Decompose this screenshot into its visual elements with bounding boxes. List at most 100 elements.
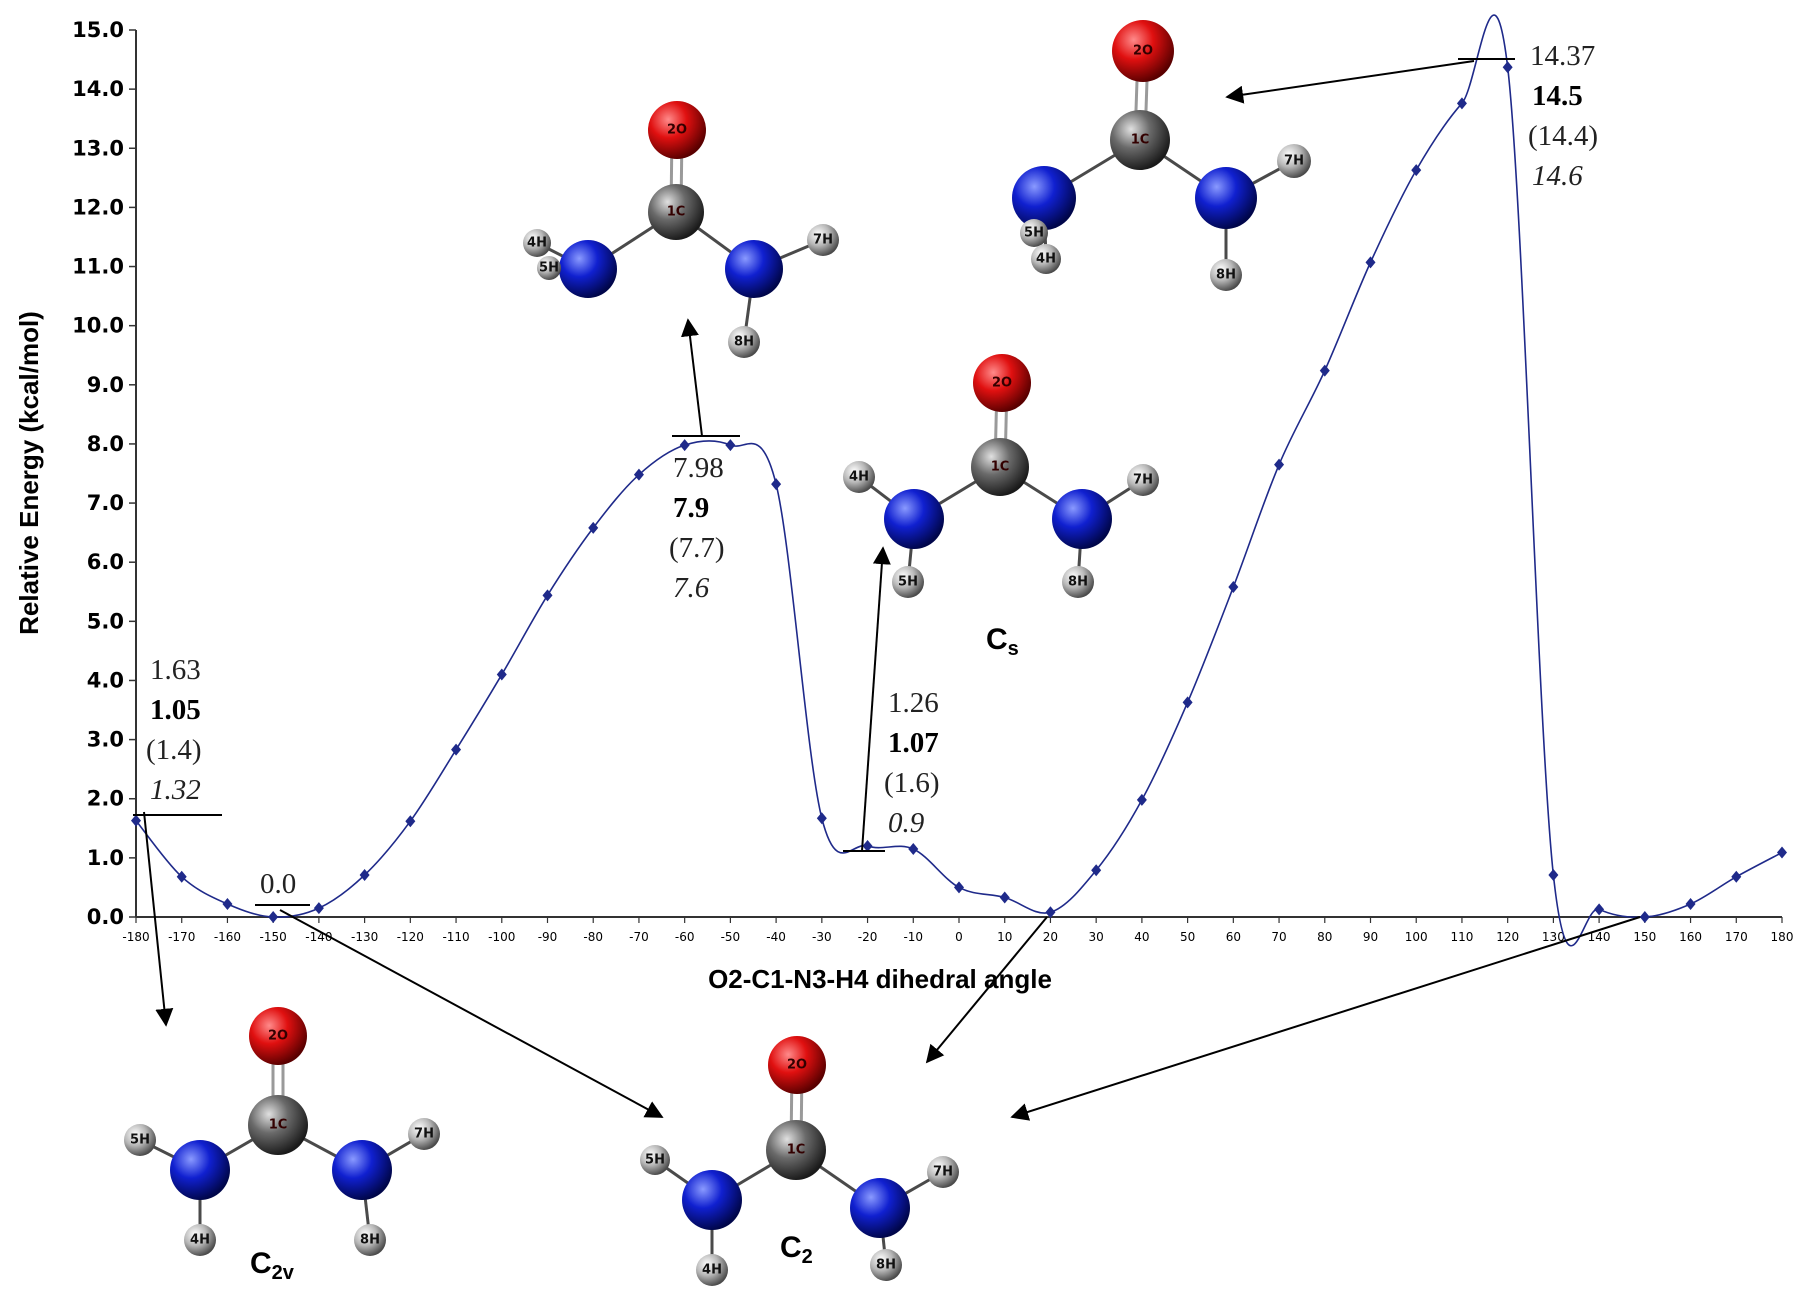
x-tick-label: 150 [1633, 930, 1656, 944]
y-tick-label: 2.0 [87, 787, 124, 811]
oxygen-atom [973, 354, 1031, 412]
x-tick-label: 40 [1134, 930, 1149, 944]
data-point [1685, 897, 1696, 910]
x-tick-label: -150 [260, 930, 287, 944]
data-point [1594, 903, 1605, 916]
x-tick-label: 80 [1317, 930, 1332, 944]
data-point [1136, 793, 1147, 806]
hydrogen-atom [1210, 259, 1242, 291]
hydrogen-atom [537, 256, 561, 280]
data-point [451, 743, 462, 756]
data-point [588, 521, 599, 534]
hydrogen-atom [184, 1224, 216, 1256]
annotation-value-3: (7.7) [669, 532, 725, 564]
atom-label: 5H [898, 575, 918, 590]
atom-label: 2O [992, 376, 1012, 391]
annotation-value-4: 0.9 [888, 807, 925, 839]
annotation-value-3: (14.4) [1528, 120, 1598, 152]
x-tick-label: 0 [955, 930, 963, 944]
x-tick-label: -100 [488, 930, 515, 944]
data-point [816, 812, 827, 825]
x-tick-label: 130 [1542, 930, 1565, 944]
x-tick-label: -120 [397, 930, 424, 944]
atom-label: 7H [933, 1165, 953, 1180]
x-tick-label: 110 [1450, 930, 1473, 944]
y-tick-label: 11.0 [72, 255, 124, 279]
data-point [771, 478, 782, 491]
y-tick-label: 0.0 [87, 905, 124, 929]
x-tick-label: 160 [1679, 930, 1702, 944]
atom-label: 5H [645, 1153, 665, 1168]
arrow-cs [861, 546, 891, 852]
hydrogen-atom [640, 1145, 670, 1175]
carbon-atom [971, 438, 1029, 496]
oxygen-atom [249, 1007, 307, 1065]
carbon-atom [248, 1095, 308, 1155]
data-point [1365, 256, 1376, 269]
data-point [496, 668, 507, 681]
nitrogen-atom [1195, 167, 1257, 229]
data-point [176, 870, 187, 883]
hydrogen-atom [1031, 244, 1061, 274]
annotation-value-3: (1.6) [884, 767, 940, 799]
carbon-atom [1110, 110, 1170, 170]
atom-label: 1C [1131, 133, 1150, 148]
data-point [1502, 61, 1513, 74]
hydrogen-atom [1062, 566, 1094, 598]
annotation-value-3: (1.4) [146, 734, 202, 766]
symmetry-label-c2: C2 [780, 1231, 813, 1268]
hydrogen-atom [728, 326, 760, 358]
hydrogen-atom [124, 1124, 156, 1156]
annotation-value-2: 1.05 [150, 694, 201, 726]
symmetry-label-cs: Cs [986, 623, 1019, 660]
atom-label: 8H [734, 335, 754, 350]
hydrogen-atom [843, 461, 875, 493]
oxygen-atom [768, 1036, 826, 1094]
x-tick-label: 90 [1363, 930, 1378, 944]
data-point [908, 842, 919, 855]
arrow-c2-from-left [279, 909, 664, 1118]
y-tick-label: 8.0 [87, 432, 124, 456]
data-point [131, 814, 141, 827]
y-tick-label: 6.0 [87, 550, 124, 574]
x-tick-label: -10 [903, 930, 923, 944]
x-tick-label: 20 [1043, 930, 1058, 944]
data-point [1411, 164, 1422, 177]
annotation-value-1: 7.98 [673, 452, 724, 484]
y-tick-label: 4.0 [87, 668, 124, 692]
carbon-atom [766, 1120, 826, 1180]
hydrogen-atom [870, 1249, 902, 1281]
x-tick-label: -70 [629, 930, 649, 944]
annotation-value-1: 1.63 [150, 654, 201, 686]
x-tick-label: 170 [1725, 930, 1748, 944]
data-point [1045, 906, 1056, 919]
annotation-value-4: 1.32 [150, 774, 201, 806]
nitrogen-atom [1012, 166, 1076, 230]
annotation-c2v-point: 1.63 1.05 (1.4) 1.32 [133, 654, 222, 816]
data-point [725, 439, 736, 452]
hydrogen-atom [927, 1156, 959, 1188]
data-point [542, 589, 553, 602]
x-tick-label: 10 [997, 930, 1012, 944]
atom-label: 4H [849, 470, 869, 485]
atom-label: 8H [876, 1258, 896, 1273]
nitrogen-atom [332, 1140, 392, 1200]
hydrogen-atom [892, 566, 924, 598]
y-axis-title: Relative Energy (kcal/mol) [14, 311, 44, 635]
y-tick-label: 1.0 [87, 846, 124, 870]
x-tick-label: -130 [351, 930, 378, 944]
x-tick-label: -40 [766, 930, 786, 944]
nitrogen-atom [850, 1178, 910, 1238]
y-tick-label: 7.0 [87, 491, 124, 515]
series-energy [131, 14, 1787, 947]
atom-label: 4H [527, 236, 547, 251]
x-ticks: -180-170-160-150-140-130-120-110-100-90-… [122, 917, 1793, 944]
atom-label: 8H [1068, 575, 1088, 590]
atom-label: 5H [539, 261, 559, 276]
x-tick-label: 50 [1180, 930, 1195, 944]
nitrogen-atom [725, 240, 783, 298]
annotation-cs-point: 1.26 1.07 (1.6) 0.9 [843, 687, 940, 852]
